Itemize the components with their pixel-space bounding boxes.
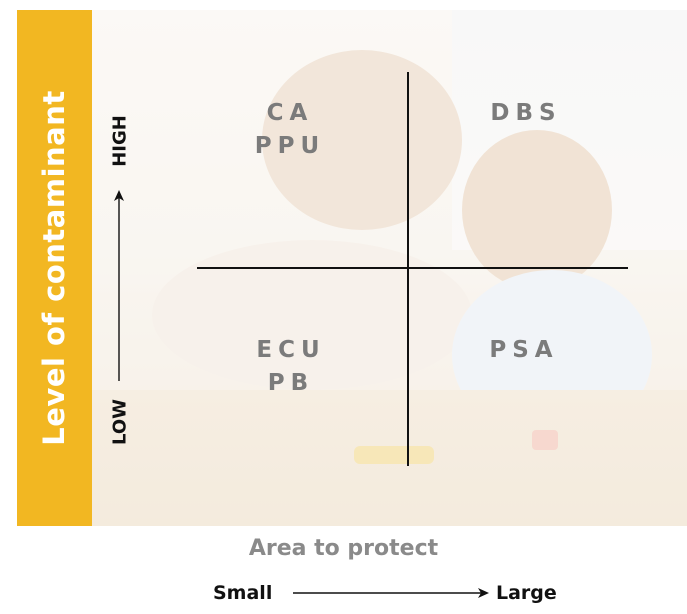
x-axis-small-label: Small (213, 582, 273, 604)
quadrant-top-left-line1: CA (266, 100, 314, 126)
y-axis-arrow-icon (114, 190, 124, 381)
horizontal-divider (197, 267, 628, 269)
photo-child-head (462, 130, 612, 290)
x-axis-large-label: Large (496, 582, 557, 604)
quadrant-top-right-line1: DBS (490, 100, 562, 126)
quadrant-bottom-left-line1: ECU (256, 337, 326, 363)
x-axis-arrow-icon (293, 588, 489, 598)
quadrant-bottom-left: ECU PB (241, 334, 341, 400)
y-axis-high-label: HIGH (109, 115, 131, 167)
x-axis-title: Area to protect (248, 536, 439, 561)
y-axis-title: Level of contaminant (37, 90, 71, 446)
vertical-divider (407, 72, 409, 466)
quadrant-bottom-left-line2: PB (267, 370, 315, 396)
photo-toy-red (532, 430, 558, 450)
photo-woman-head (262, 50, 462, 230)
photo-woman-arm (152, 240, 472, 390)
y-axis-low-label: LOW (109, 399, 131, 445)
quadrant-bottom-right-line1: PSA (489, 337, 559, 363)
quadrant-top-left: CA PPU (245, 97, 335, 163)
y-axis-title-bar (17, 10, 92, 526)
quadrant-bottom-right: PSA (474, 334, 574, 367)
photo-toy-car (354, 446, 434, 464)
quadrant-top-right: DBS (476, 97, 576, 130)
quadrant-top-left-line2: PPU (254, 133, 326, 159)
